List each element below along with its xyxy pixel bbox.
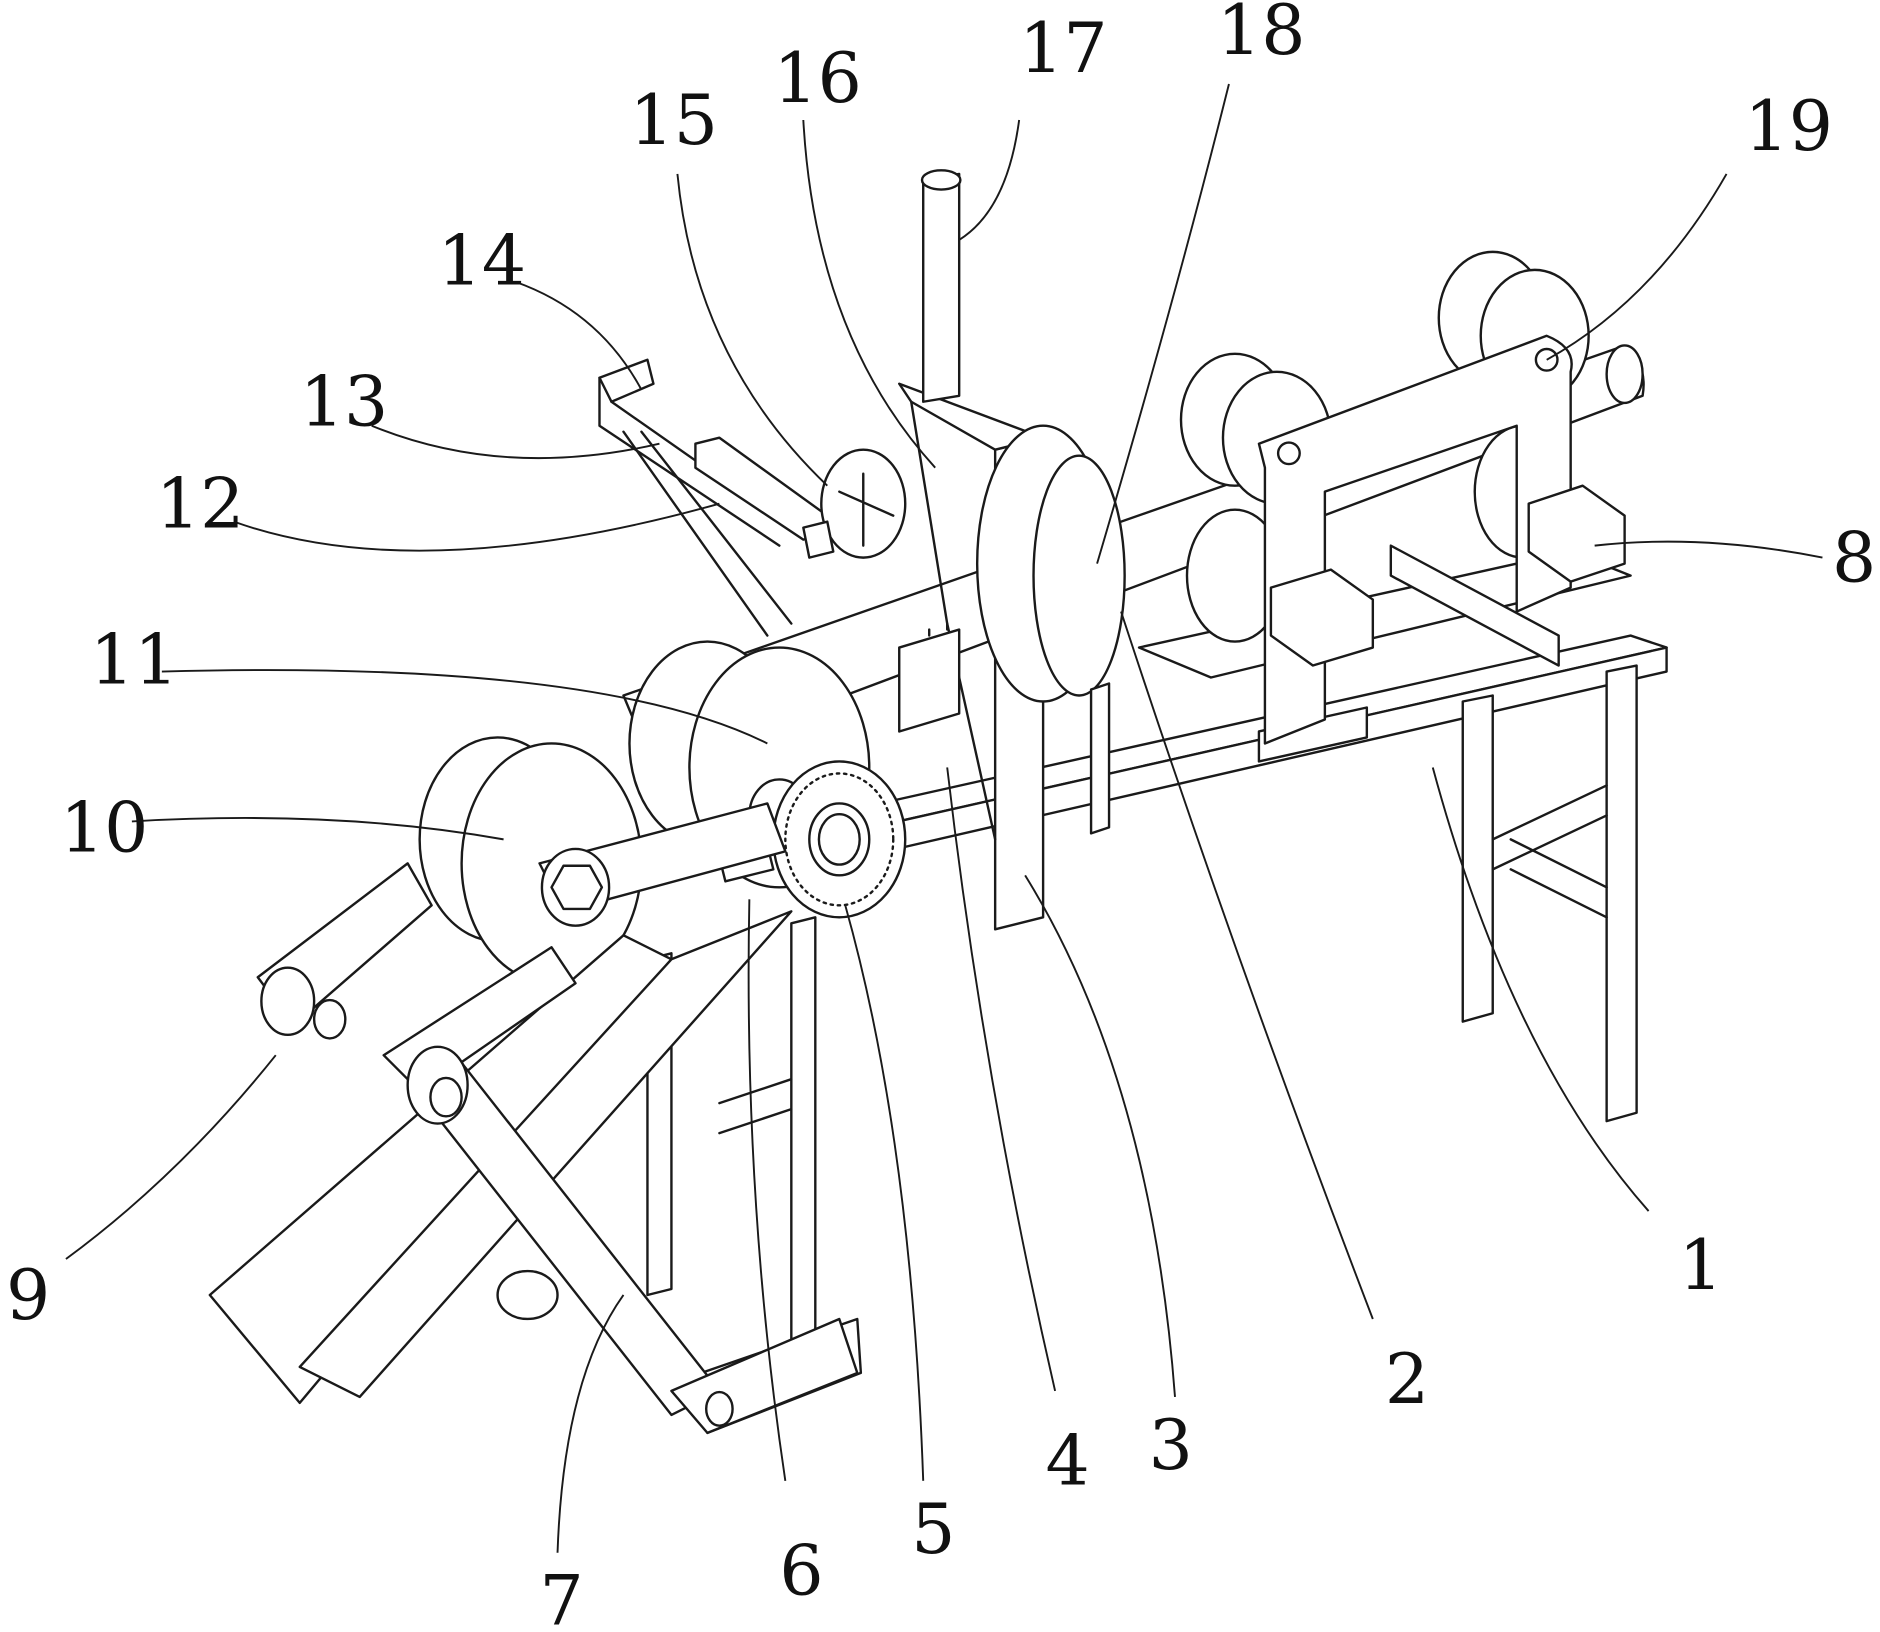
label-8: 8 xyxy=(1832,518,1876,599)
frame xyxy=(646,634,1668,1435)
clamp-blocks xyxy=(898,622,961,733)
label-19: 19 xyxy=(1745,86,1833,167)
link-arm xyxy=(538,802,787,927)
cutting-disc xyxy=(975,424,1126,835)
label-9: 9 xyxy=(6,1255,50,1336)
right-platform xyxy=(1137,544,1632,763)
leader-lines xyxy=(65,83,1823,1553)
label-5: 5 xyxy=(911,1489,955,1570)
label-4: 4 xyxy=(1046,1420,1090,1501)
chute-and-arms xyxy=(208,862,859,1435)
label-16: 16 xyxy=(773,38,861,119)
label-7: 7 xyxy=(540,1561,584,1632)
label-11: 11 xyxy=(90,620,178,701)
label-6: 6 xyxy=(779,1531,823,1612)
label-15: 15 xyxy=(629,80,717,161)
roller-frame xyxy=(1179,250,1626,745)
label-12: 12 xyxy=(156,464,244,545)
label-2: 2 xyxy=(1385,1339,1429,1420)
label-13: 13 xyxy=(300,362,388,443)
label-1: 1 xyxy=(1679,1225,1723,1306)
label-10: 10 xyxy=(60,787,148,868)
label-14: 14 xyxy=(438,220,526,301)
gear xyxy=(718,760,907,919)
part-labels: 1 2 3 4 5 6 7 8 9 10 11 12 13 14 15 16 1… xyxy=(6,0,1876,1632)
label-18: 18 xyxy=(1217,0,1305,71)
label-17: 17 xyxy=(1019,8,1107,89)
left-bracket xyxy=(598,358,907,637)
label-3: 3 xyxy=(1149,1405,1193,1486)
